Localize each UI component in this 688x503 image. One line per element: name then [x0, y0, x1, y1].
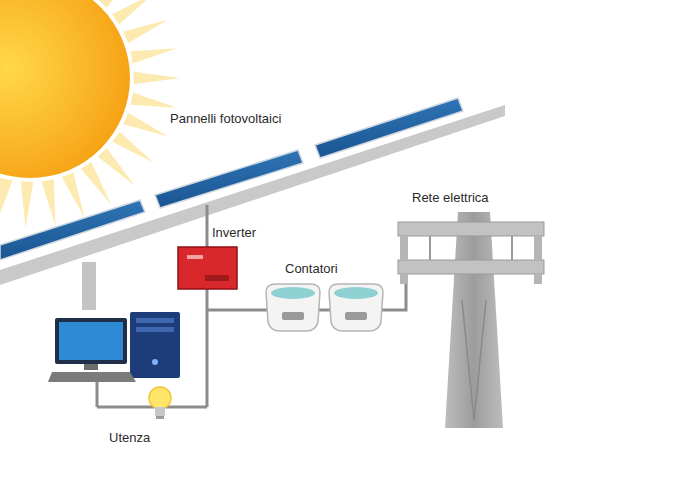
sun-ray	[42, 179, 56, 226]
sun-ray	[134, 72, 180, 84]
energy-meters	[266, 284, 383, 331]
sun-ray	[131, 93, 178, 108]
solar-panels	[0, 98, 463, 260]
inverter	[178, 247, 237, 289]
sun-ray	[112, 132, 154, 163]
user-label: Utenza	[107, 431, 152, 445]
sun-ray	[123, 113, 168, 137]
wires	[97, 205, 406, 407]
sun-ray	[98, 148, 135, 186]
sun-ray	[62, 173, 85, 218]
sun-ray	[131, 48, 178, 63]
sun-ray	[123, 20, 168, 44]
sun	[0, 0, 130, 178]
sun-ray	[21, 182, 34, 228]
inverter-label: Inverter	[210, 226, 258, 240]
meter-label: Contatori	[283, 262, 340, 276]
grid-label: Rete elettrica	[410, 191, 491, 205]
power-pylon	[398, 212, 544, 428]
sun-ray	[81, 162, 111, 204]
sun-ray	[112, 0, 154, 25]
support-pole	[82, 262, 96, 310]
panel-label: Pannelli fotovoltaici	[168, 112, 283, 126]
computer	[48, 312, 180, 382]
panel-beam	[0, 105, 505, 285]
light-bulb	[149, 387, 171, 419]
sun-ray	[0, 178, 13, 224]
